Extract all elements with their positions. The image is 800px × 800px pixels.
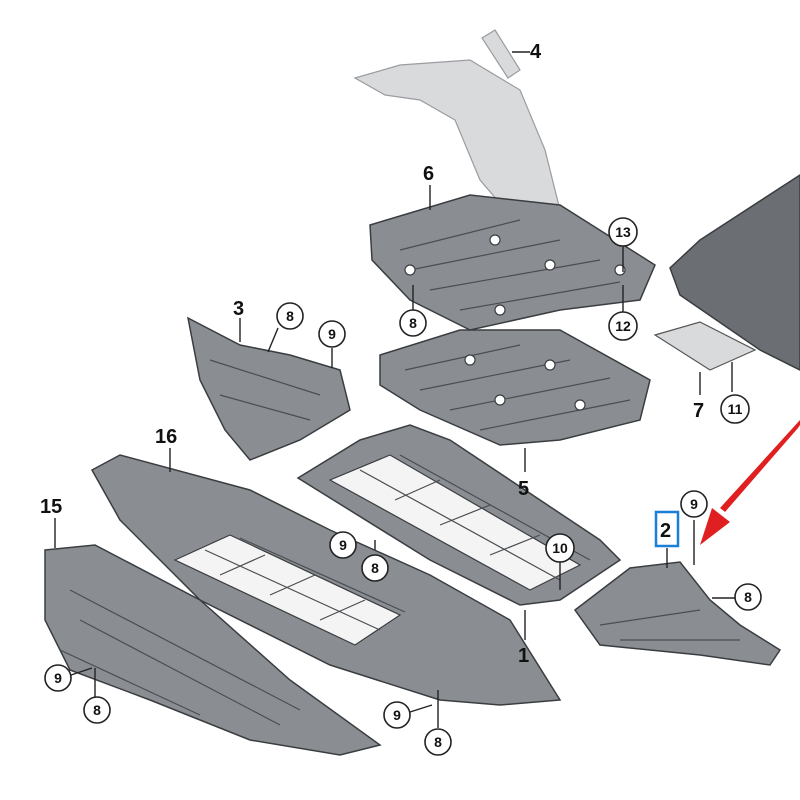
svg-text:9: 9 [54, 670, 62, 686]
callout-9-corner: 9 [680, 490, 708, 518]
part-label-1: 1 [518, 645, 529, 667]
callout-8-skid: 8 [399, 285, 427, 337]
callout-8-panel: 8 [83, 696, 111, 724]
red-pointer-arrow [700, 420, 800, 545]
svg-text:13: 13 [615, 224, 631, 240]
callout-8-liner: 8 [276, 302, 304, 330]
callout-13: 13 [608, 217, 638, 272]
highlight-box [654, 510, 680, 548]
side-panel-part [669, 174, 800, 371]
svg-text:9: 9 [690, 496, 698, 512]
callout-12: 12 [608, 285, 638, 341]
svg-text:9: 9 [393, 707, 401, 723]
corner-liner-part-2 [573, 520, 782, 666]
svg-text:9: 9 [328, 326, 336, 342]
part-label-6: 6 [423, 163, 434, 185]
part-label-15: 15 [40, 496, 62, 518]
part-label-7: 7 [693, 400, 704, 422]
svg-text:8: 8 [744, 589, 752, 605]
svg-text:8: 8 [286, 308, 294, 324]
callout-9-frame: 9 [329, 531, 357, 559]
svg-text:8: 8 [409, 315, 417, 331]
skid-plate-part-5 [379, 329, 651, 472]
skid-plate-part-6 [369, 185, 656, 331]
svg-text:9: 9 [339, 537, 347, 553]
svg-text:11: 11 [728, 401, 743, 417]
callout-8-frame: 8 [361, 554, 389, 582]
svg-text:10: 10 [552, 540, 568, 556]
callout-8-shield: 8 [424, 728, 452, 756]
callout-9-liner: 9 [318, 320, 346, 348]
callout-11: 11 [720, 394, 750, 424]
callout-9-panel: 9 [44, 664, 93, 692]
small-cover-part-7 [653, 321, 757, 395]
svg-text:12: 12 [615, 318, 631, 334]
part-label-4: 4 [530, 41, 542, 63]
callout-8-corner: 8 [734, 583, 762, 611]
clip-part-4 [481, 29, 530, 79]
svg-text:8: 8 [93, 702, 101, 718]
part-label-5: 5 [518, 478, 529, 500]
part-label-3: 3 [233, 298, 244, 320]
lower-panel-part-15 [44, 518, 382, 756]
liner-part-3 [186, 316, 351, 461]
callout-9-shield: 9 [383, 701, 433, 729]
svg-text:8: 8 [371, 560, 379, 576]
part-label-2: 2 [660, 520, 671, 542]
callout-10: 10 [545, 533, 575, 563]
part-label-16: 16 [155, 426, 177, 448]
svg-text:8: 8 [434, 734, 442, 750]
